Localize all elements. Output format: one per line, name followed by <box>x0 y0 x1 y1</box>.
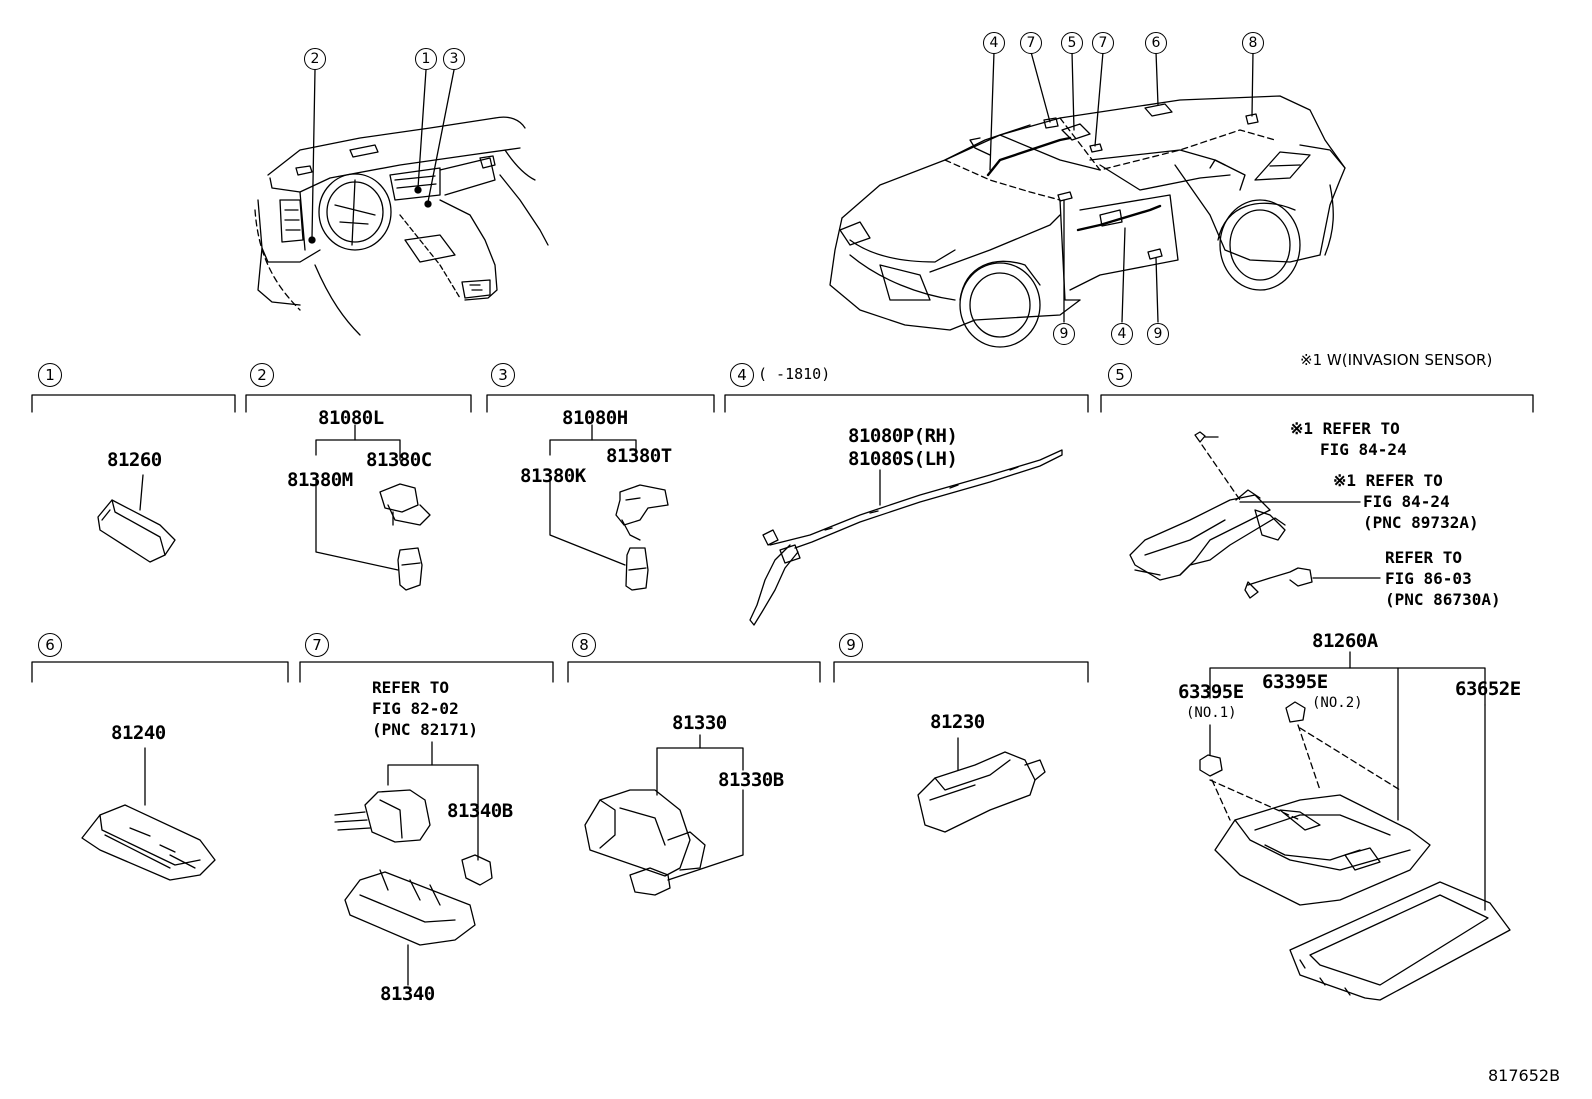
callout-9-car: 9 <box>1053 323 1075 345</box>
part-number-81380M[interactable]: 81380M <box>287 469 353 491</box>
section-2-drawing <box>315 424 431 591</box>
section-6-number: 6 <box>38 633 62 657</box>
section-5-drawing <box>1129 431 1381 599</box>
section-brackets <box>31 394 1534 683</box>
section-8-drawing <box>584 734 744 896</box>
part-number-81330B[interactable]: 81330B <box>718 769 784 791</box>
part-number-63395E-no2[interactable]: 63395E <box>1262 671 1328 693</box>
part-number-81080H[interactable]: 81080H <box>562 407 628 429</box>
part-number-81080S-LH[interactable]: 81080S(LH) <box>848 448 958 470</box>
part-81260-drawing <box>97 474 176 563</box>
part-number-81260[interactable]: 81260 <box>107 449 162 471</box>
part-number-81380T[interactable]: 81380T <box>606 445 672 467</box>
callout-2-dash: 2 <box>304 48 326 70</box>
callout-8-car: 8 <box>1242 32 1264 54</box>
part-81230-drawing <box>917 737 1046 833</box>
s5-refer-2c: (PNC 89732A) <box>1363 513 1479 532</box>
section-2-number: 2 <box>250 363 274 387</box>
section-3-drawing <box>549 424 669 591</box>
map-lamp-drawing <box>1199 651 1511 1001</box>
s5-refer-3a: REFER TO <box>1385 548 1463 567</box>
s7-refer-b[interactable]: FIG 82-02 <box>372 699 459 718</box>
section-4-date-note: ( -1810) <box>758 365 831 383</box>
section-4-drawing <box>749 449 1063 626</box>
part-63395E-no2-label: (NO.2) <box>1312 695 1363 711</box>
s5-refer-3b[interactable]: FIG 86-03 <box>1385 569 1472 588</box>
part-number-81380K[interactable]: 81380K <box>520 465 586 487</box>
s7-refer-a: REFER TO <box>372 678 450 697</box>
part-number-81260A[interactable]: 81260A <box>1312 630 1378 652</box>
callout-4-car: 4 <box>983 32 1005 54</box>
part-number-81080L[interactable]: 81080L <box>318 407 384 429</box>
part-number-81340[interactable]: 81340 <box>380 983 435 1005</box>
s5-refer-2b[interactable]: FIG 84-24 <box>1363 492 1450 511</box>
callout-7b-car: 7 <box>1092 32 1114 54</box>
callout-6-car: 6 <box>1145 32 1167 54</box>
callout-7-car: 7 <box>1020 32 1042 54</box>
s5-refer-1b[interactable]: FIG 84-24 <box>1320 440 1407 459</box>
callout-9b-car: 9 <box>1147 323 1169 345</box>
callout-4b-car: 4 <box>1111 323 1133 345</box>
part-81240-drawing <box>81 747 216 881</box>
figure-id: 817652B <box>1488 1066 1561 1085</box>
section-3-number: 3 <box>491 363 515 387</box>
callout-3-dash: 3 <box>443 48 465 70</box>
s5-refer-2a: ※1 REFER TO <box>1333 471 1443 490</box>
callout-5-car: 5 <box>1061 32 1083 54</box>
part-63395E-no1-label: (NO.1) <box>1186 705 1237 721</box>
part-number-63652E[interactable]: 63652E <box>1455 678 1521 700</box>
part-number-81340B[interactable]: 81340B <box>447 800 513 822</box>
section-1-number: 1 <box>38 363 62 387</box>
dashboard-illustration <box>254 69 549 336</box>
section-8-number: 8 <box>572 633 596 657</box>
invasion-sensor-footnote: ※1 W(INVASION SENSOR) <box>1300 351 1493 369</box>
section-4-number: 4 <box>730 363 754 387</box>
section-7-drawing <box>334 741 493 986</box>
car-illustration <box>829 51 1346 348</box>
part-number-81080P-RH[interactable]: 81080P(RH) <box>848 425 958 447</box>
callout-1-dash: 1 <box>415 48 437 70</box>
part-number-63395E-no1[interactable]: 63395E <box>1178 681 1244 703</box>
section-5-number: 5 <box>1108 363 1132 387</box>
s5-refer-3c: (PNC 86730A) <box>1385 590 1501 609</box>
s7-refer-c: (PNC 82171) <box>372 720 478 739</box>
part-number-81380C[interactable]: 81380C <box>366 449 432 471</box>
section-9-number: 9 <box>839 633 863 657</box>
part-number-81230[interactable]: 81230 <box>930 711 985 733</box>
part-number-81330[interactable]: 81330 <box>672 712 727 734</box>
s5-refer-1a: ※1 REFER TO <box>1290 419 1400 438</box>
section-7-number: 7 <box>305 633 329 657</box>
part-number-81240[interactable]: 81240 <box>111 722 166 744</box>
